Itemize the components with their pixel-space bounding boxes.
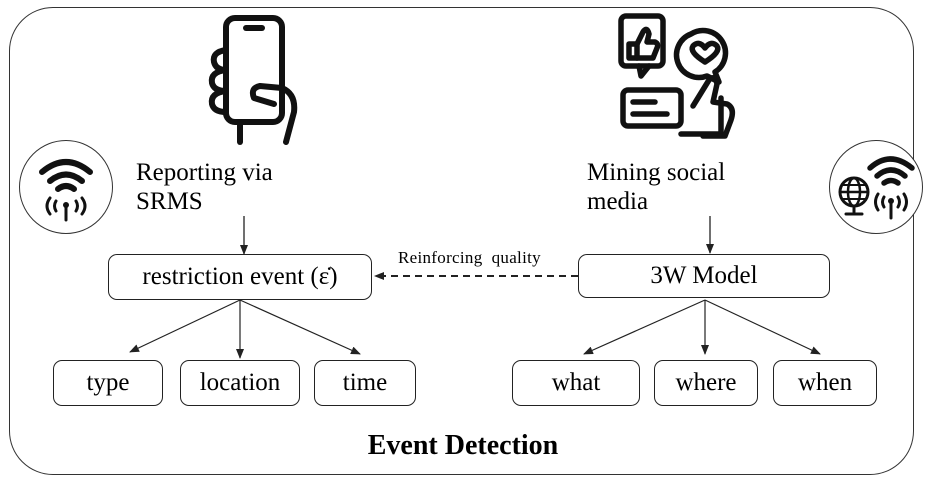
reinforcing-quality-label: Reinforcing quality [398,248,541,267]
leaf-where: where [654,360,758,406]
restriction-event-box: restriction event (ε̇) [108,254,372,300]
social-caption-line1: Mining social [587,159,726,186]
wifi-antenna-icon [39,159,93,222]
arrow-3w-to-when [704,299,821,355]
social-caption: Mining social media [587,158,725,216]
srms-caption-line1: Reporting via [136,159,273,186]
smartphone-hand-icon [208,15,298,145]
social-media-icon [618,13,736,139]
globe-wifi-antenna-badge [829,140,923,234]
diagram-frame [9,7,914,475]
arrow-restriction-to-type [129,299,241,353]
leaf-when: when [773,360,877,406]
leaf-location: location [180,360,300,406]
globe-wifi-antenna-icon [838,156,915,220]
footer-title: Event Detection [367,430,559,461]
leaf-what: what [512,360,640,406]
arrow-3w-to-what [583,299,706,355]
srms-caption-line2: SRMS [136,188,203,215]
leaf-type: type [53,360,163,406]
arrow-restriction-to-time [239,299,361,355]
srms-caption: Reporting via SRMS [136,158,273,216]
leaf-time: time [314,360,416,406]
social-caption-line2: media [587,188,649,215]
3w-model-box: 3W Model [578,254,830,298]
